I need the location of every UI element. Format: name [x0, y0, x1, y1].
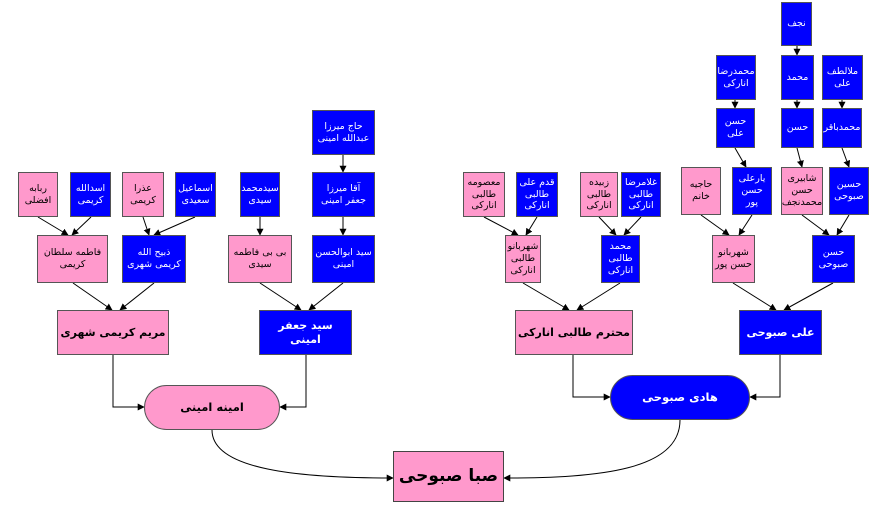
great-grandparent-box-3[interactable]: بی بی فاطمه سیدی [228, 235, 292, 283]
gg-grandparent-box-13[interactable]: شابیری حسن محمدنجف [781, 167, 823, 215]
great-grandparent-box-4[interactable]: سید ابوالحسن امینی [312, 235, 375, 283]
root-person-box[interactable]: صبا صبوحی [393, 451, 504, 502]
gg-grandparent-box-8[interactable]: قدم علی طالبی انارکی [516, 172, 558, 217]
grandparent-box-fm[interactable]: محترم طالبی انارکی [515, 310, 633, 355]
ancestor-box-8[interactable]: نجف [781, 2, 812, 46]
great-grandparent-box-1[interactable]: فاطمه سلطان کریمی [37, 235, 108, 283]
great-grandparent-box-5[interactable]: شهربانو طالبی انارکی [505, 235, 541, 283]
gg-grandparent-box-4[interactable]: اسماعیل سعیدی [175, 172, 216, 217]
gg-grandparent-box-9[interactable]: زبیده طالبی انارکی [580, 172, 618, 217]
gg-grandparent-box-12[interactable]: یارعلی حسن پور [732, 167, 772, 215]
ancestor-box-6[interactable]: محمد [781, 55, 814, 100]
ancestor-box-4[interactable]: محمدباقر [822, 108, 862, 148]
gg-grandparent-box-2[interactable]: اسدالله کریمی [70, 172, 111, 217]
father-box[interactable]: هادی صبوحی [610, 375, 750, 420]
mother-box[interactable]: امینه امینی [144, 385, 280, 430]
ancestor-box-3[interactable]: حسن [781, 108, 814, 148]
ancestor-box-2[interactable]: حسن علی [716, 108, 755, 148]
grandparent-box-mm[interactable]: مریم کریمی شهری [57, 310, 169, 355]
great-grandparent-box-2[interactable]: ذبیح الله کریمی شهری [122, 235, 186, 283]
grandparent-box-mf[interactable]: سید جعفر امینی [259, 310, 352, 355]
great-grandparent-box-8[interactable]: حسن صبوحی [812, 235, 855, 283]
gg-grandparent-box-6[interactable]: آقا میرزا جعفر امینی [312, 172, 375, 217]
great-grandparent-box-7[interactable]: شهربانو حسن پور [712, 235, 755, 283]
gg-grandparent-box-10[interactable]: غلامرضا طالبی انارکی [621, 172, 661, 217]
ancestor-box-5[interactable]: محمدرضا انارکی [716, 55, 756, 100]
gg-grandparent-box-14[interactable]: حسین صبوحی [829, 167, 869, 215]
gg-grandparent-box-11[interactable]: حاجیه خانم [681, 167, 721, 215]
great-grandparent-box-6[interactable]: محمد طالبی انارکی [601, 235, 640, 283]
ancestor-box-7[interactable]: ملالطف علی [822, 55, 863, 100]
gg-grandparent-box-1[interactable]: ربابه افضلی [18, 172, 58, 217]
gg-grandparent-box-5[interactable]: سیدمحمد سیدی [240, 172, 280, 217]
ancestor-box-1[interactable]: حاج میرزا عبدالله امینی [312, 110, 375, 155]
gg-grandparent-box-3[interactable]: عذرا کریمی [122, 172, 164, 217]
gg-grandparent-box-7[interactable]: معصومه طالبی انارکی [463, 172, 505, 217]
grandparent-box-ff[interactable]: علی صبوحی [739, 310, 822, 355]
